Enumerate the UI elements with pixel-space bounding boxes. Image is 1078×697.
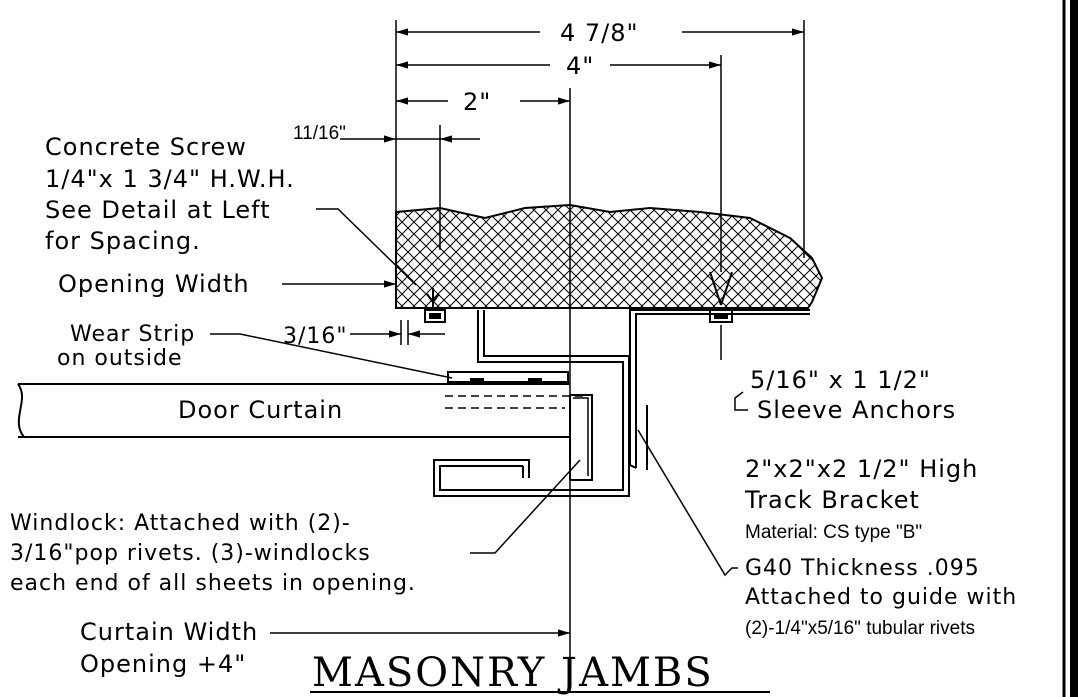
concrete-screw-line-4: for Spacing. xyxy=(45,227,201,255)
dim-four-label: 4" xyxy=(566,52,594,80)
windlock-note: Windlock: Attached with (2)- 3/16"pop ri… xyxy=(10,459,581,596)
concrete-screw-line-3: See Detail at Left xyxy=(45,196,271,224)
windlock-line-3: each end of all sheets in opening. xyxy=(10,571,416,596)
masonry-wall xyxy=(395,203,824,309)
bracket-spec-line-1: Material: CS type "B" xyxy=(745,522,922,543)
track-bracket-line-1: 2"x2"x2 1/2" High xyxy=(745,455,978,483)
dimension-four: 4" xyxy=(396,52,721,80)
sleeve-anchors-line-1: 5/16" x 1 1/2" xyxy=(750,366,931,394)
dimension-eleven-sixteenths: 11/16" xyxy=(293,123,480,144)
wear-strip-line-1: Wear Strip xyxy=(70,322,195,347)
windlock-line-2: 3/16"pop rivets. (3)-windlocks xyxy=(10,541,371,566)
track-bracket-line-2: Track Bracket xyxy=(744,486,920,514)
concrete-screw-line-1: Concrete Screw xyxy=(45,133,247,161)
bracket-spec-line-3: Attached to guide with xyxy=(745,585,1017,610)
sleeve-anchors-note: 5/16" x 1 1/2" Sleeve Anchors xyxy=(720,325,956,424)
concrete-screw-note: Concrete Screw 1/4"x 1 3/4" H.W.H. See D… xyxy=(45,133,417,286)
bracket-spec-line-4: (2)-1/4"x5/16" tubular rivets xyxy=(745,618,975,639)
wear-strip-line-2: on outside xyxy=(57,346,183,371)
opening-width-label: Opening Width xyxy=(58,270,250,298)
dimension-overall: 4 7/8" xyxy=(396,19,804,47)
track-bracket-note: 2"x2"x2 1/2" High Track Bracket Material… xyxy=(637,429,1017,639)
bracket-spec-line-2: G40 Thickness .095 xyxy=(745,556,980,581)
curtain-width-line-2: Opening +4" xyxy=(80,650,246,678)
concrete-screw-line-2: 1/4"x 1 3/4" H.W.H. xyxy=(45,165,295,193)
title-text: MASONRY JAMBS xyxy=(312,650,714,696)
extension-lines xyxy=(395,20,805,675)
curtain-width-line-1: Curtain Width xyxy=(80,618,258,646)
concrete-screw-anchor xyxy=(424,288,446,323)
drawing-title: MASONRY JAMBS xyxy=(310,650,770,696)
opening-width-note: Opening Width xyxy=(58,270,396,298)
windlock-line-1: Windlock: Attached with (2)- xyxy=(10,511,351,536)
dimension-three-sixteenths: 3/16" xyxy=(283,324,445,349)
dim-overall-label: 4 7/8" xyxy=(560,19,639,47)
door-curtain-label: Door Curtain xyxy=(178,396,343,424)
dim-eleven-sixteenths-label: 11/16" xyxy=(293,123,346,144)
door-curtain xyxy=(17,383,585,438)
dim-two-label: 2" xyxy=(463,88,491,116)
wear-strip-note: Wear Strip on outside xyxy=(57,322,453,379)
wear-strip xyxy=(447,371,569,384)
sheet-border xyxy=(1062,0,1078,697)
guide-channel xyxy=(433,310,630,497)
curtain-width-note: Curtain Width Opening +4" xyxy=(80,618,570,678)
sleeve-anchors-line-2: Sleeve Anchors xyxy=(757,396,956,424)
dimension-two: 2" xyxy=(396,88,570,116)
